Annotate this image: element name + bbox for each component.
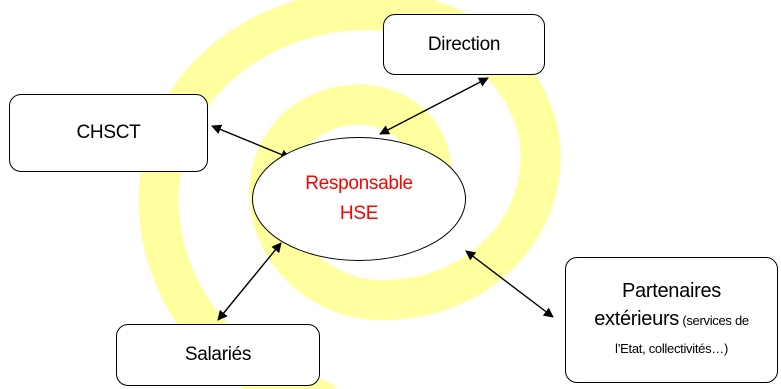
partners-label-line1: Partenaires xyxy=(622,280,721,302)
partners-label-main: extérieurs xyxy=(594,308,680,330)
partners-label-detail: (services de xyxy=(679,313,749,328)
connector-group xyxy=(211,77,554,321)
connector-center-chsct xyxy=(211,124,291,160)
center-label-line1: Responsable xyxy=(305,173,413,194)
partners-label-line2: extérieurs (services de xyxy=(594,305,749,335)
center-label-line2: HSE xyxy=(339,203,379,224)
direction-label: Direction xyxy=(427,33,501,55)
chsct-label: CHSCT xyxy=(76,122,141,143)
salaries-box: Salariés xyxy=(116,324,320,386)
connector-center-direction xyxy=(379,77,489,135)
connector-center-salaries xyxy=(217,242,282,321)
responsable-hse-ellipse: Responsable HSE xyxy=(252,137,466,261)
partners-label-line3: l’Etat, collectivités…) xyxy=(614,341,729,356)
chsct-box: CHSCT xyxy=(9,94,208,172)
partners-box: Partenaires extérieurs (services de l’Et… xyxy=(565,257,778,383)
salaries-label: Salariés xyxy=(184,344,252,365)
connector-center-partners xyxy=(465,250,554,318)
direction-box: Direction xyxy=(383,14,545,75)
